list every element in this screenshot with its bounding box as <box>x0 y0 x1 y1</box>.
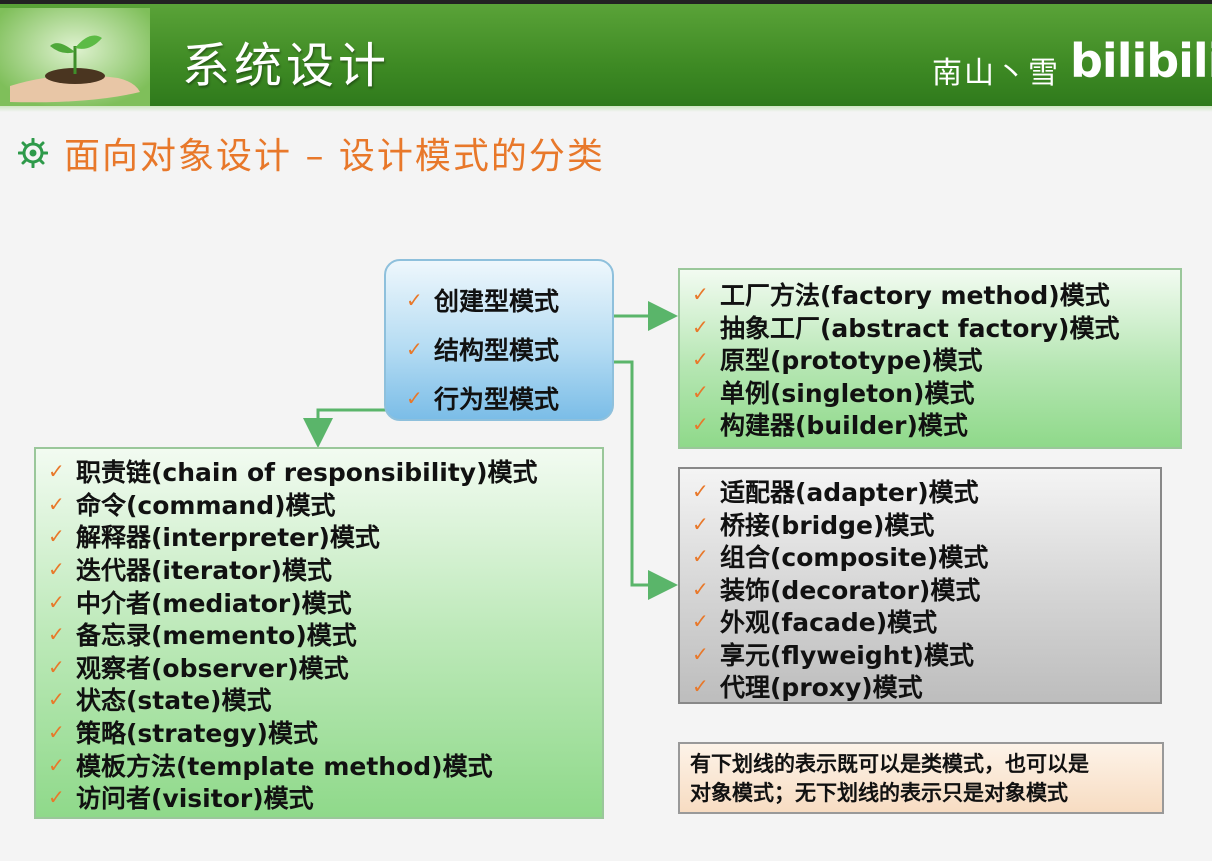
category-item: ✓ 行为型模式 <box>406 373 612 422</box>
check-icon: ✓ <box>406 287 423 312</box>
pattern-item: ✓ 策略(strategy)模式 <box>48 716 602 749</box>
pattern-item: ✓ 迭代器(iterator)模式 <box>48 553 602 586</box>
pattern-label: 组合(composite)模式 <box>720 543 989 573</box>
pattern-label: 模板方法(template method)模式 <box>76 751 493 781</box>
pattern-item: ✓ 备忘录(memento)模式 <box>48 618 602 651</box>
pattern-item: ✓ 工厂方法(factory method)模式 <box>692 278 1180 311</box>
check-icon: ✓ <box>692 641 709 666</box>
pattern-item: ✓ 单例(singleton)模式 <box>692 376 1180 409</box>
pattern-item: ✓ 桥接(bridge)模式 <box>692 508 1160 541</box>
pattern-label: 观察者(observer)模式 <box>76 653 349 683</box>
category-label: 结构型模式 <box>434 335 560 365</box>
check-icon: ✓ <box>48 524 65 549</box>
creational-patterns-box: ✓ 工厂方法(factory method)模式 ✓ 抽象工厂(abstract f… <box>678 268 1182 449</box>
pattern-label: 外观(facade)模式 <box>720 608 938 638</box>
pattern-label: 原型(prototype)模式 <box>720 346 983 376</box>
pattern-item: ✓ 解释器(interpreter)模式 <box>48 520 602 553</box>
pattern-label: 迭代器(iterator)模式 <box>76 556 332 586</box>
header-bar: 系统设计 南山丶雪 bilibili <box>0 0 1212 110</box>
pattern-item: ✓ 状态(state)模式 <box>48 683 602 716</box>
check-icon: ✓ <box>48 491 65 516</box>
check-icon: ✓ <box>692 674 709 699</box>
pattern-label: 工厂方法(factory method)模式 <box>720 281 1110 311</box>
check-icon: ✓ <box>406 336 423 361</box>
pattern-label: 解释器(interpreter)模式 <box>76 523 380 553</box>
pattern-label: 适配器(adapter)模式 <box>720 478 979 508</box>
pattern-item: ✓ 组合(composite)模式 <box>692 540 1160 573</box>
pattern-item: ✓ 中介者(mediator)模式 <box>48 585 602 618</box>
category-box: ✓ 创建型模式 ✓ 结构型模式 ✓ 行为型模式 <box>384 259 614 421</box>
pattern-item: ✓ 装饰(decorator)模式 <box>692 573 1160 606</box>
check-icon: ✓ <box>692 511 709 536</box>
pattern-label: 备忘录(memento)模式 <box>76 621 357 651</box>
check-icon: ✓ <box>692 314 709 339</box>
pattern-label: 桥接(bridge)模式 <box>720 510 935 540</box>
pattern-label: 访问者(visitor)模式 <box>76 784 314 814</box>
check-icon: ✓ <box>692 576 709 601</box>
structural-patterns-box: ✓ 适配器(adapter)模式 ✓ 桥接(bridge)模式 ✓ 组合(compos… <box>678 467 1162 704</box>
check-icon: ✓ <box>692 479 709 504</box>
ship-wheel-icon <box>18 138 48 168</box>
check-icon: ✓ <box>692 347 709 372</box>
pattern-label: 状态(state)模式 <box>76 686 272 716</box>
check-icon: ✓ <box>48 687 65 712</box>
check-icon: ✓ <box>692 609 709 634</box>
note-line-1: 有下划线的表示既可以是类模式，也可以是 <box>690 752 1089 776</box>
pattern-label: 职责链(chain of responsibility)模式 <box>76 458 538 488</box>
section-subtitle: 面向对象设计 – 设计模式的分类 <box>64 136 605 177</box>
pattern-item: ✓ 模板方法(template method)模式 <box>48 748 602 781</box>
pattern-label: 代理(proxy)模式 <box>720 673 923 703</box>
pattern-item: ✓ 命令(command)模式 <box>48 488 602 521</box>
pattern-item: ✓ 职责链(chain of responsibility)模式 <box>48 455 602 488</box>
note-line-2: 对象模式；无下划线的表示只是对象模式 <box>690 781 1068 805</box>
check-icon: ✓ <box>48 622 65 647</box>
pattern-label: 中介者(mediator)模式 <box>76 588 352 618</box>
check-icon: ✓ <box>48 785 65 810</box>
pattern-item: ✓ 构建器(builder)模式 <box>692 408 1180 441</box>
pattern-item: ✓ 适配器(adapter)模式 <box>692 475 1160 508</box>
behavioral-patterns-box: ✓ 职责链(chain of responsibility)模式 ✓ 命令(comm… <box>34 447 604 819</box>
category-item: ✓ 结构型模式 <box>406 324 612 373</box>
check-icon: ✓ <box>692 282 709 307</box>
subtitle-row: 面向对象设计 – 设计模式的分类 <box>18 128 605 178</box>
check-icon: ✓ <box>692 412 709 437</box>
category-label: 创建型模式 <box>434 286 560 316</box>
pattern-item: ✓ 访问者(visitor)模式 <box>48 781 602 814</box>
pattern-label: 装饰(decorator)模式 <box>720 575 981 605</box>
pattern-item: ✓ 原型(prototype)模式 <box>692 343 1180 376</box>
category-item: ✓ 创建型模式 <box>406 275 612 324</box>
check-icon: ✓ <box>692 544 709 569</box>
check-icon: ✓ <box>406 385 423 410</box>
check-icon: ✓ <box>48 557 65 582</box>
pattern-item: ✓ 观察者(observer)模式 <box>48 651 602 684</box>
pattern-label: 命令(command)模式 <box>76 490 336 520</box>
pattern-item: ✓ 外观(facade)模式 <box>692 605 1160 638</box>
bilibili-logo: bilibili <box>1070 34 1212 88</box>
category-label: 行为型模式 <box>434 384 560 414</box>
uploader-name: 南山丶雪 <box>932 56 1060 91</box>
pattern-label: 享元(flyweight)模式 <box>720 640 974 670</box>
pattern-label: 策略(strategy)模式 <box>76 719 318 749</box>
slide-title: 系统设计 <box>182 38 391 94</box>
legend-note: 有下划线的表示既可以是类模式，也可以是 对象模式；无下划线的表示只是对象模式 <box>678 742 1164 814</box>
pattern-label: 构建器(builder)模式 <box>720 411 968 441</box>
pattern-item: ✓ 享元(flyweight)模式 <box>692 638 1160 671</box>
header-divider <box>0 106 1212 112</box>
pattern-label: 抽象工厂(abstract factory)模式 <box>720 313 1120 343</box>
check-icon: ✓ <box>48 720 65 745</box>
check-icon: ✓ <box>692 379 709 404</box>
check-icon: ✓ <box>48 654 65 679</box>
pattern-item: ✓ 代理(proxy)模式 <box>692 670 1160 703</box>
check-icon: ✓ <box>48 752 65 777</box>
check-icon: ✓ <box>48 459 65 484</box>
pattern-label: 单例(singleton)模式 <box>720 378 975 408</box>
seedling-hand-logo <box>0 8 150 110</box>
pattern-item: ✓ 抽象工厂(abstract factory)模式 <box>692 311 1180 344</box>
check-icon: ✓ <box>48 589 65 614</box>
